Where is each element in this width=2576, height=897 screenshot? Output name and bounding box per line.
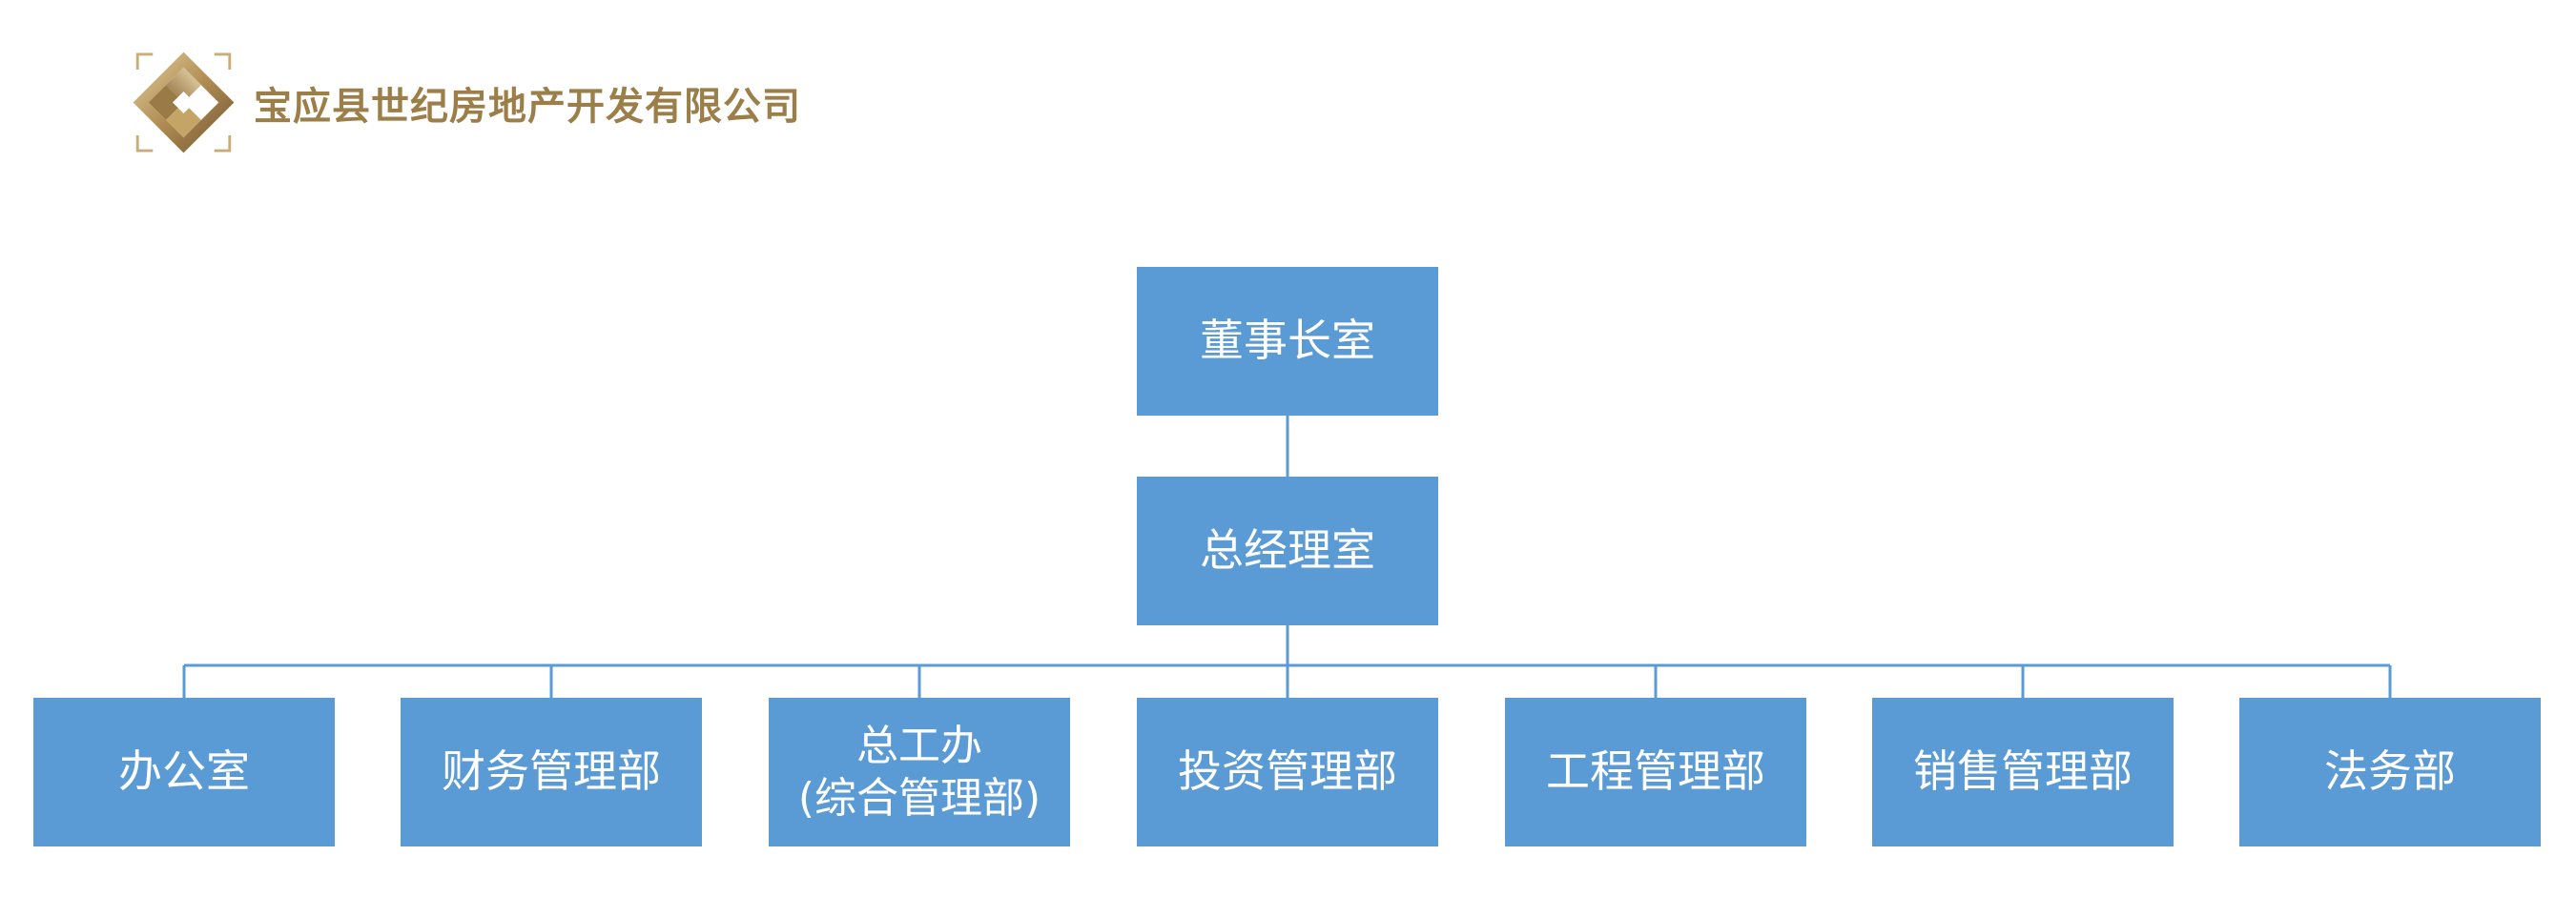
dept-label: 办公室 [118, 745, 250, 798]
org-node-board-label: 董事长室 [1200, 315, 1375, 367]
dept-label: 投资管理部 [1178, 745, 1397, 798]
dept-label: 销售管理部 [1913, 745, 2133, 798]
org-node-board: 董事长室 [1137, 267, 1438, 416]
org-node-dept-engineering: 工程管理部 [1505, 698, 1806, 846]
org-node-dept-finance: 财务管理部 [401, 698, 702, 846]
page-header: 宝应县世纪房地产开发有限公司 [129, 48, 801, 157]
dept-label-group: 总工办 (综合管理部) [798, 720, 1041, 825]
org-node-dept-office: 办公室 [33, 698, 335, 846]
company-name: 宝应县世纪房地产开发有限公司 [254, 84, 801, 129]
org-node-general-manager-label: 总经理室 [1200, 524, 1375, 577]
org-node-dept-sales: 销售管理部 [1872, 698, 2174, 846]
dept-label: 法务部 [2324, 745, 2456, 798]
dept-label-line-1: 总工办 [856, 722, 982, 770]
org-node-dept-chief-engineer: 总工办 (综合管理部) [769, 698, 1070, 846]
diamond-cube-logo-icon [133, 51, 235, 153]
dept-label-line-2: (综合管理部) [797, 774, 1041, 823]
org-node-dept-investment: 投资管理部 [1137, 698, 1438, 846]
org-node-dept-legal: 法务部 [2239, 698, 2541, 846]
dept-label: 财务管理部 [442, 745, 661, 798]
dept-label: 工程管理部 [1546, 745, 1765, 798]
org-node-general-manager: 总经理室 [1137, 477, 1438, 625]
